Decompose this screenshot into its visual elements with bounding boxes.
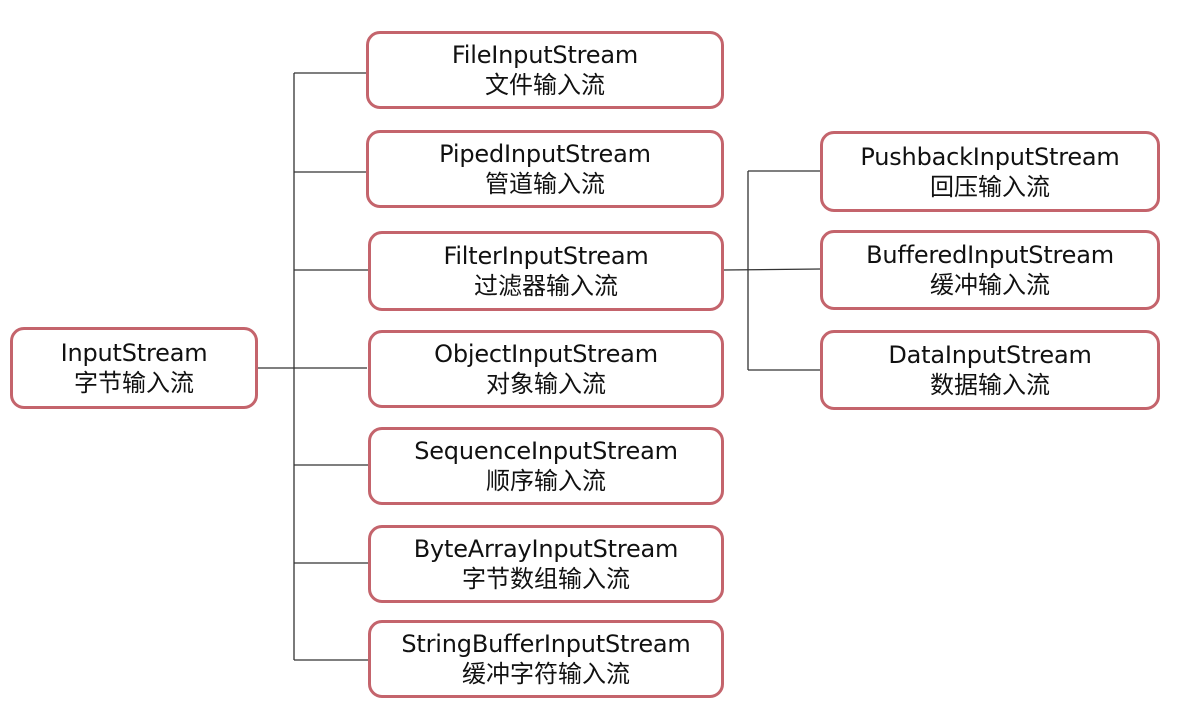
node-label-zh: 数据输入流 — [930, 371, 1050, 399]
node-label-en: InputStream — [60, 339, 208, 367]
node-filterinputstream: FilterInputStream 过滤器输入流 — [368, 231, 724, 311]
node-label-en: ByteArrayInputStream — [413, 535, 679, 563]
node-sequenceinputstream: SequenceInputStream 顺序输入流 — [368, 427, 724, 505]
node-label-en: SequenceInputStream — [414, 437, 678, 465]
node-label-en: DataInputStream — [888, 341, 1092, 369]
node-label-en: ObjectInputStream — [434, 340, 658, 368]
node-label-zh: 对象输入流 — [486, 370, 606, 398]
node-label-en: FilterInputStream — [443, 242, 649, 270]
node-pipedinputstream: PipedInputStream 管道输入流 — [366, 130, 724, 208]
node-label-zh: 过滤器输入流 — [474, 272, 618, 300]
node-bytearrayinputstream: ByteArrayInputStream 字节数组输入流 — [368, 525, 724, 603]
node-label-zh: 字节输入流 — [74, 369, 194, 397]
node-label-zh: 顺序输入流 — [486, 467, 606, 495]
node-objectinputstream: ObjectInputStream 对象输入流 — [368, 330, 724, 408]
node-datainputstream: DataInputStream 数据输入流 — [820, 330, 1160, 410]
node-fileinputstream: FileInputStream 文件输入流 — [366, 31, 724, 109]
node-label-en: PipedInputStream — [439, 140, 651, 168]
node-stringbufferinputstream: StringBufferInputStream 缓冲字符输入流 — [368, 620, 724, 698]
node-label-zh: 回压输入流 — [930, 172, 1050, 201]
node-label-en: PushbackInputStream — [860, 142, 1120, 171]
node-label-zh: 字节数组输入流 — [462, 565, 630, 593]
node-label-en: BufferedInputStream — [866, 241, 1114, 269]
node-inputstream: InputStream 字节输入流 — [10, 327, 258, 409]
node-label-en: StringBufferInputStream — [401, 630, 691, 658]
node-pushbackinputstream: PushbackInputStream 回压输入流 — [820, 131, 1160, 212]
node-label-en: FileInputStream — [451, 41, 639, 69]
node-label-zh: 文件输入流 — [485, 71, 605, 99]
node-label-zh: 缓冲字符输入流 — [462, 660, 630, 688]
node-label-zh: 缓冲输入流 — [930, 271, 1050, 299]
node-label-zh: 管道输入流 — [485, 170, 605, 198]
node-bufferedinputstream: BufferedInputStream 缓冲输入流 — [820, 230, 1160, 310]
connector-filter-to-sub-trunk — [723, 268, 822, 271]
